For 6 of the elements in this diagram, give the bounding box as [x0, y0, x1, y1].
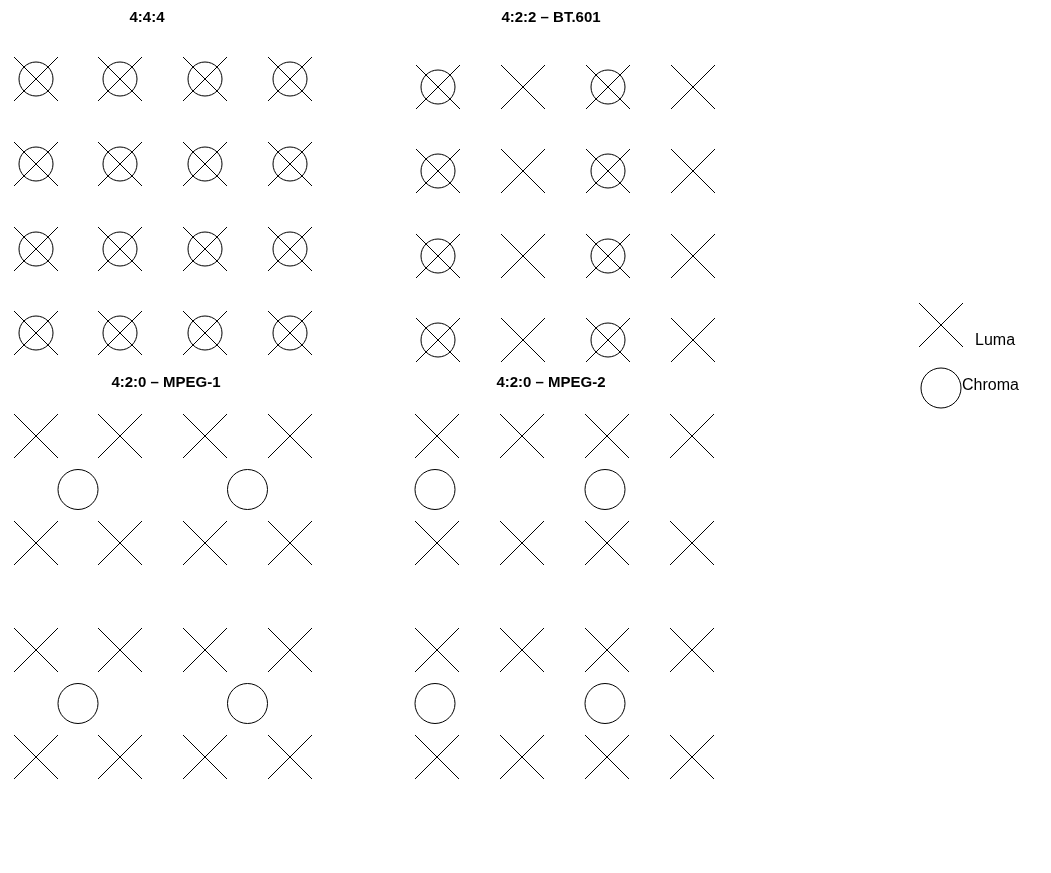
- legend-label: Chroma: [962, 376, 1019, 394]
- legend-label: Luma: [975, 331, 1016, 349]
- panel-title: 4:2:0 – MPEG-1: [111, 373, 221, 390]
- panel-title: 4:2:2 – BT.601: [501, 8, 601, 25]
- panel-title: 4:4:4: [129, 8, 165, 25]
- panel-title: 4:2:0 – MPEG-2: [496, 373, 606, 390]
